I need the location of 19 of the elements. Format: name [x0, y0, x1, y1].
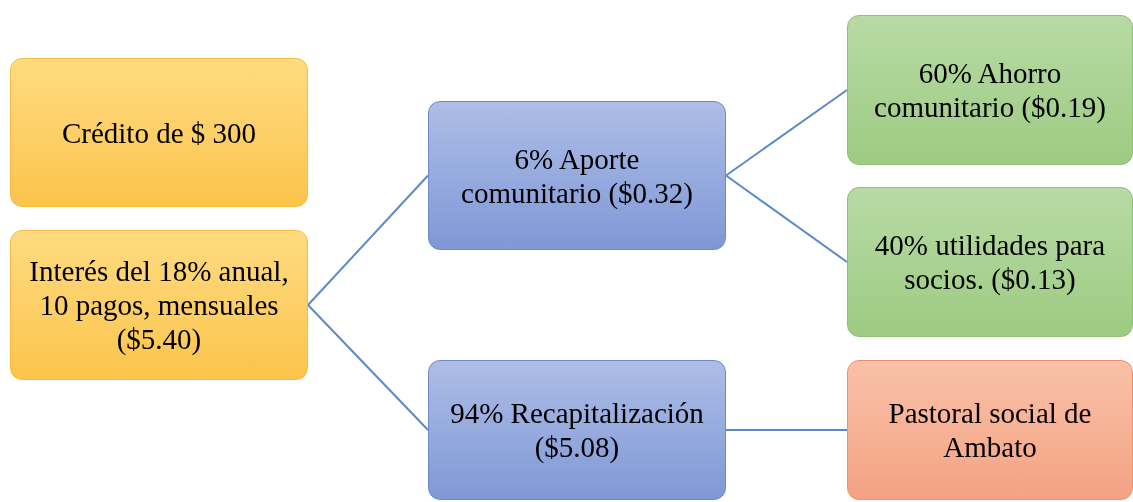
- box-text: Crédito de $ 300: [61, 115, 257, 150]
- process-box: [847, 15, 1133, 165]
- connector-line: [307, 304, 429, 431]
- connector-line: [725, 174, 848, 263]
- connector-line: [725, 429, 848, 431]
- box-text: 60% Ahorro comunitario ($0.19): [873, 56, 1107, 124]
- box-text: 6% Aporte comunitario ($0.32): [460, 141, 694, 210]
- process-box: [10, 230, 308, 380]
- connector-line: [307, 174, 429, 306]
- process-box: [10, 58, 308, 207]
- process-box: [847, 360, 1133, 500]
- process-box: [428, 360, 726, 500]
- connector-line: [725, 89, 848, 177]
- box-text: Pastoral social de Ambato: [887, 396, 1093, 464]
- box-text: 40% utilidades para socios. ($0.13): [873, 228, 1107, 296]
- box-text: 94% Recapitalización ($5.08): [449, 396, 705, 464]
- box-text: Interés del 18% anual, 10 pagos, mensuales ($5.40): [28, 254, 290, 356]
- process-box: [428, 101, 726, 250]
- process-box: [847, 187, 1133, 337]
